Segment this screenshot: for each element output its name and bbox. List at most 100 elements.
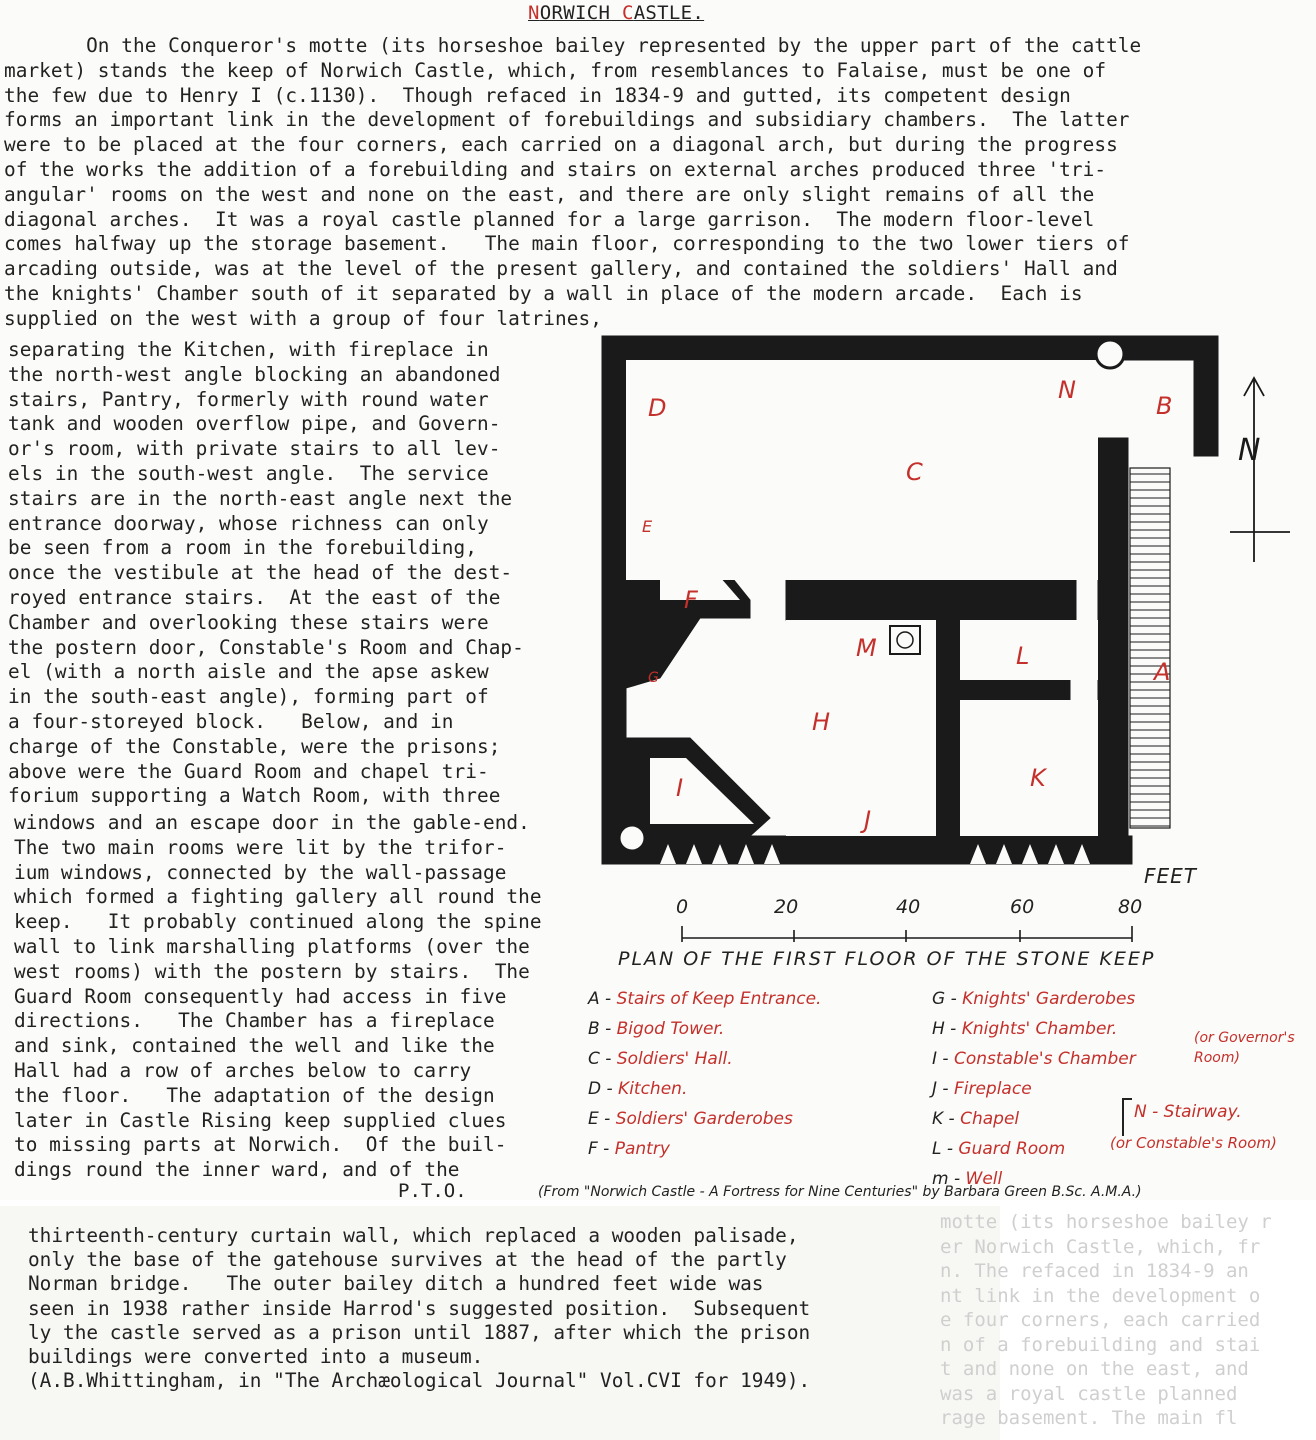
text-line: the few due to Henry I (c.1130). Though … [4,83,1071,107]
text-line: thirteenth-century curtain wall, which r… [28,1224,799,1247]
text-block-3: windows and an escape door in the gable-… [14,811,542,1183]
text-line: Guard Room consequently had access in fi… [14,984,507,1008]
garderobe-wall [625,617,701,689]
north-arrow-label: N [1238,433,1260,468]
text-line: the floor. The adaptation of the design [14,1083,495,1107]
legend-key: m - [932,1169,966,1189]
title-word-rest: ORWICH [539,2,622,24]
scale-tick-80: 80 [1118,896,1143,918]
scale-tick-40: 40 [896,896,921,918]
scale-tick-20: 20 [774,896,799,918]
legend-key: L - [932,1139,959,1159]
text-line: entrance doorway, whose richness can onl… [8,511,489,535]
text-line: a four-storeyed block. Below, and in [8,709,454,733]
text-line: which formed a fighting gallery all roun… [14,885,542,909]
legend-text: Guard Room [958,1139,1066,1159]
text-line: be seen from a room in the forebuilding, [8,536,477,560]
legend-key: G - [932,989,963,1009]
text-line: only the base of the gatehouse survives … [28,1248,787,1272]
text-line: keep. It probably continued along the sp… [14,910,542,934]
text-line: er Norwich Castle, which, fr [940,1235,1261,1258]
legend-item-m: m - Well [932,1164,1136,1194]
text-line: were to be placed at the four corners, e… [4,133,1118,157]
text-line: n of a forebuilding and stai [940,1333,1261,1356]
text-line: windows and an escape door in the gable-… [14,811,530,834]
legend-key: D - [588,1079,619,1099]
text-line: and sink, contained the well and like th… [14,1034,495,1058]
text-line: to missing parts at Norwich. Of the buil… [14,1133,507,1157]
scale-tick-0: 0 [676,896,689,918]
knights-chamber-floor [786,620,936,836]
text-line: ium windows, connected by the wall-passa… [14,860,507,884]
typed-page-2: thirteenth-century curtain wall, which r… [0,1206,1000,1440]
text-line: royed entrance stairs. At the east of th… [8,585,501,609]
legend-key: F - [588,1139,615,1159]
text-line: (A.B.Whittingham, in "The Archæological … [28,1369,811,1393]
legend-key: K - [932,1109,961,1129]
text-block-1: On the Conqueror's motte (its horseshoe … [4,34,1141,332]
text-line: stairs are in the north-east angle next … [8,486,513,510]
text-line: motte (its horseshoe bailey r [940,1211,1272,1233]
label-E: E [642,517,653,536]
legend-item-E: E - Soldiers' Garderobes [588,1104,821,1134]
legend-text: Bigod Tower. [616,1019,725,1039]
label-L: L [1016,642,1029,670]
label-H: H [812,708,830,736]
label-C: C [906,458,923,486]
legend-key: B - [588,1019,617,1039]
label-A: A [1152,658,1170,686]
legend-key: C - [588,1049,617,1069]
text-line: tank and wooden overflow pipe, and Gover… [8,412,501,436]
legend-text: Soldiers' Hall. [616,1049,733,1069]
text-line: was a royal castle planned [940,1382,1238,1405]
text-line: ly the castle served as a prison until 1… [28,1320,811,1344]
legend-item-F: F - Pantry [588,1134,821,1164]
legend-text: Well [965,1169,1003,1189]
label-B: B [1156,392,1172,420]
text-block-4: thirteenth-century curtain wall, which r… [28,1224,810,1393]
text-line: above were the Guard Room and chapel tri… [8,759,489,783]
legend-item-K: K - Chapel [932,1104,1136,1134]
text-line: directions. The Chamber has a fireplace [14,1009,495,1033]
legend-key: J - [932,1079,954,1099]
west-wall [601,335,627,865]
text-line: market) stands the keep of Norwich Castl… [4,58,1107,82]
well-icon [896,631,914,649]
text-line: rage basement. The main fl [940,1407,1238,1429]
label-F: F [684,586,699,614]
label-N: N [1058,376,1076,404]
text-line: On the Conqueror's motte (its horseshoe … [4,34,1142,57]
soldiers-hall-floor [626,360,1098,580]
legend-key: A - [588,989,617,1009]
text-line: the north-west angle blocking an abandon… [8,362,501,386]
text-line: forms an important link in the developme… [4,108,1130,132]
text-line: nt link in the development o [940,1284,1261,1307]
label-G: G [648,670,659,686]
text-line: t and none on the east, and [940,1358,1249,1380]
label-D: D [648,394,666,422]
constable-floor [650,758,754,824]
chapel-west-wall [935,617,961,843]
legend-text: Knights' Garderobes [962,989,1136,1009]
text-line: the postern door, Constable's Room and C… [8,635,524,659]
legend-text: Pantry [614,1139,670,1159]
legend-text: Knights' Chamber. [961,1019,1118,1039]
text-line: The two main rooms were lit by the trifo… [14,835,507,859]
legend-key: I - [932,1049,954,1069]
label-M: M [856,634,877,662]
legend-item-I: I - Constable's Chamber [932,1044,1136,1074]
text-line: arcading outside, was at the level of th… [4,257,1118,281]
legend-item-B: B - Bigod Tower. [588,1014,821,1044]
text-line: angular' rooms on the west and none on t… [4,182,1095,206]
plan-title: PLAN OF THE FIRST FLOOR OF THE STONE KEE… [618,948,1156,970]
text-line: in the south-east angle), forming part o… [8,685,489,709]
legend-left: A - Stairs of Keep Entrance.B - Bigod To… [588,984,821,1164]
south-west-stairway [617,823,647,853]
east-wall [1097,437,1129,859]
bigod-stairway [1094,338,1126,370]
title-initial: N [528,2,540,24]
text-line: buildings were converted into a museum. [28,1345,484,1369]
entrance-stairs [1129,467,1171,829]
north-east-wall [1193,335,1219,457]
